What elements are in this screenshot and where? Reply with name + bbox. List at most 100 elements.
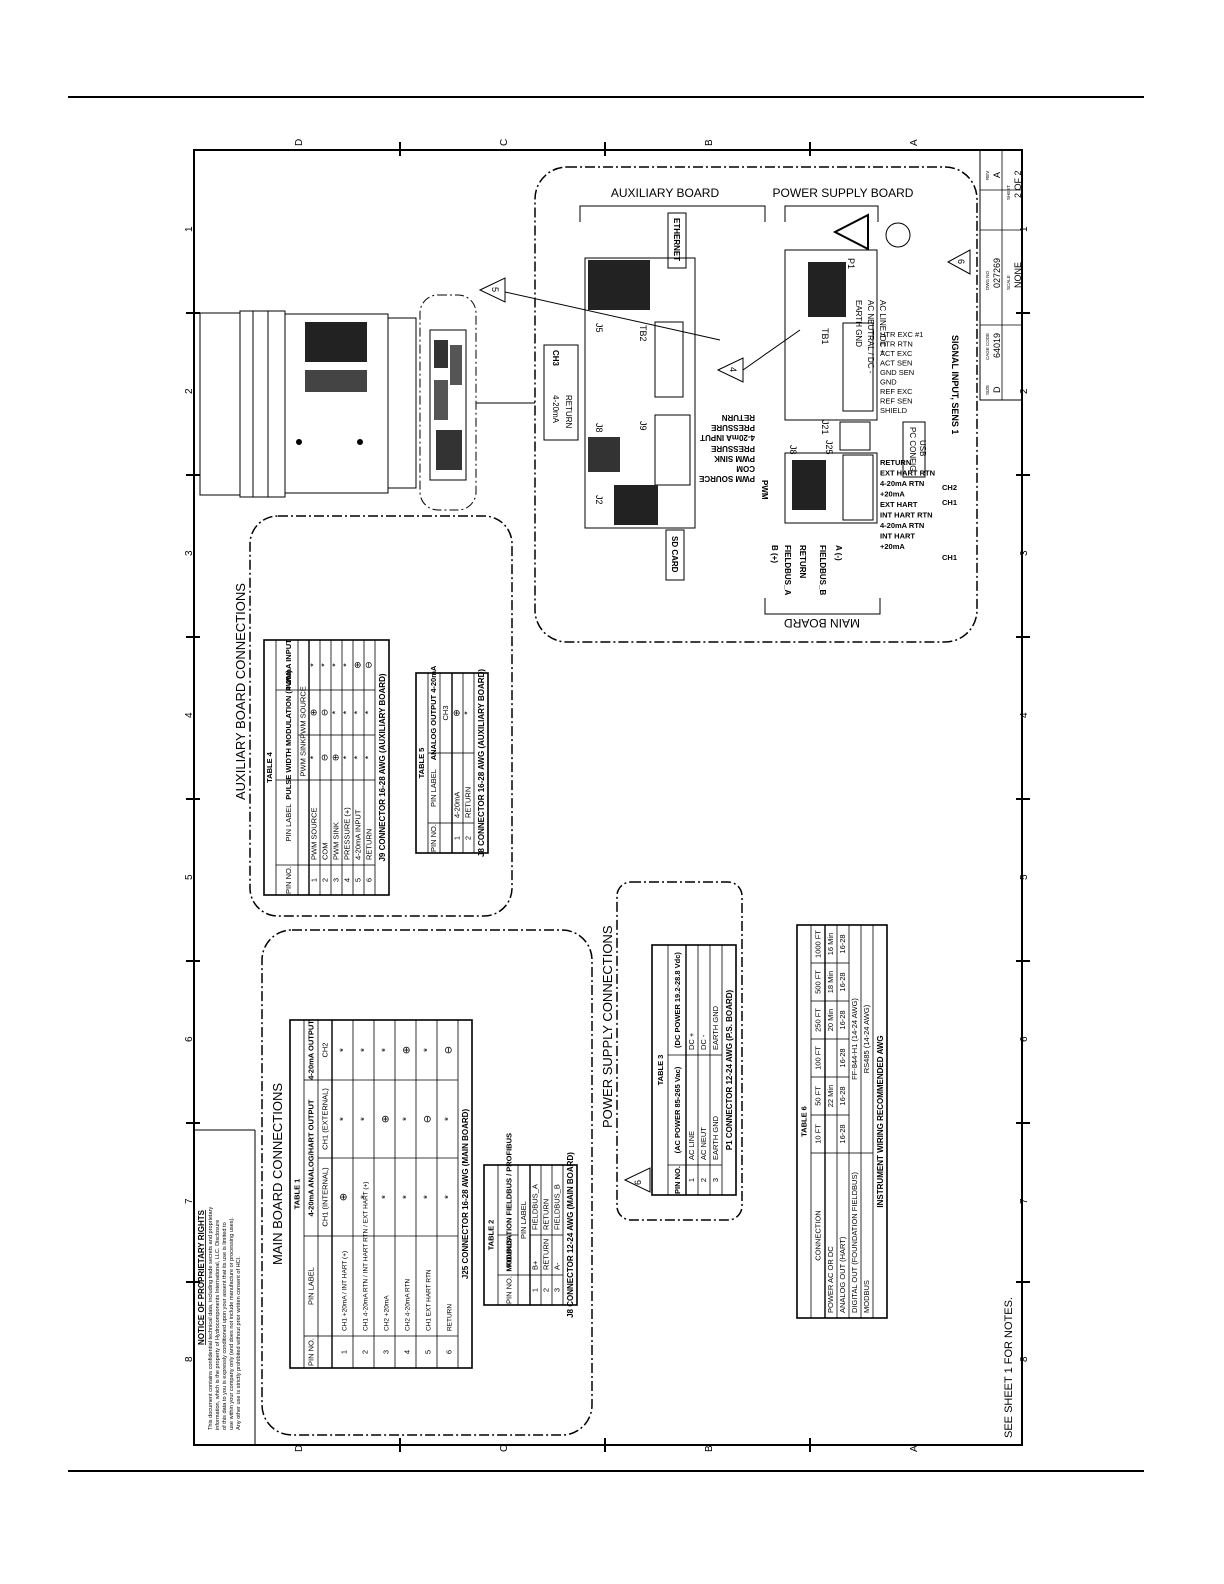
cell-text: CH1 EXT HART RTN <box>425 1269 432 1331</box>
cell-text: * <box>330 663 340 667</box>
power-supply-board <box>784 249 878 421</box>
cell-text: 5 <box>353 878 362 882</box>
title-field-label: SIZE <box>985 385 990 395</box>
cell-text: * <box>352 755 362 759</box>
cell-text: TABLE 3 <box>656 1055 665 1086</box>
p1-labels: AC LINE /DC +AC NEUTRAL / DC -EARTH GND <box>854 300 887 374</box>
zone-number: 6 <box>1019 1036 1030 1042</box>
j9-pin-label: PRESSURE <box>710 423 755 432</box>
cell-text: ⊖ <box>422 1115 433 1123</box>
zone-number: 1 <box>1019 226 1030 232</box>
cell-text: 2 <box>463 836 472 840</box>
fieldbus-label: FIELDBUS_A <box>783 545 792 595</box>
cell-text: 16-28 <box>838 1010 847 1029</box>
cell-text: FF-844-H1 (14-24 AWG) <box>850 998 859 1080</box>
j9-pin-label: 4-20mA INPUT <box>700 433 755 442</box>
cell-text: PIN LABEL <box>307 1267 316 1305</box>
j25-pin-label: EXT HART RTN <box>880 469 935 478</box>
j8-main-connector <box>792 460 826 510</box>
cell-text: 4-20mA INPUT <box>284 639 293 691</box>
auxiliary-board <box>584 257 696 529</box>
cell-text: DC - <box>699 1034 708 1050</box>
cell-text: 1000 FT <box>814 930 823 958</box>
cell-text: RS485 (14-24 AWG) <box>862 1004 871 1073</box>
title-field-value: 2 OF 2 <box>1013 170 1023 198</box>
tb1-pin-label: ACT SEN <box>880 359 912 368</box>
cell-text: DC + <box>687 1032 696 1050</box>
zone-number: 8 <box>1019 1356 1030 1362</box>
warning-triangle <box>832 213 869 251</box>
cell-text: 2 <box>541 1288 550 1292</box>
cell-text: * <box>338 1117 349 1121</box>
sd-card-label: SD CARD <box>670 536 679 573</box>
zone-number: 5 <box>184 874 195 880</box>
cell-text: 16-28 <box>838 934 847 953</box>
table-frame <box>796 924 888 1319</box>
cell-text: CH1 (EXTERNAL) <box>321 1088 330 1150</box>
board-diagram: AUXILIARY BOARD J5 TB2 ETHERNET J8 J9 J2… <box>199 166 978 643</box>
cell-text: CH3 <box>441 705 450 720</box>
cell-text: ANALOG OUTPUT 4-20mA <box>429 665 438 760</box>
cell-text: PIN NO. <box>429 824 438 852</box>
cell-text: 16-28 <box>838 1086 847 1105</box>
note-6-triangle: 6 <box>946 249 971 275</box>
sheet-border <box>193 149 1023 1446</box>
cell-text: FIELDBUS_A <box>530 1184 539 1230</box>
j8-ref: J8 <box>594 423 604 433</box>
cell-text: * <box>341 663 351 667</box>
cell-text: EARTH GND <box>711 1115 720 1160</box>
cell-text: 4-20mA INPUT <box>353 809 362 860</box>
pc-config-label: PC CONFIG <box>908 427 917 471</box>
table-footer: P1 CONNECTOR 12-24 AWG (P.S. BOARD) <box>725 990 734 1151</box>
j5-connector <box>588 260 650 310</box>
title-field-label: REV <box>985 171 990 180</box>
tb1-pin-label: SHIELD <box>880 406 908 415</box>
j8-main-ref: J8 <box>788 445 798 455</box>
j25-pin-label: INT HART RTN <box>880 511 933 520</box>
cell-text: PWM SINK <box>331 822 340 860</box>
enclosure-drawing <box>199 294 535 511</box>
cell-text: PWM SOURCE <box>298 686 307 739</box>
cell-text: 2 <box>320 878 329 882</box>
pwm-label: PWM <box>760 480 769 500</box>
cell-text: TABLE 6 <box>800 1106 809 1137</box>
cell-text: 4-20mA OUTPUT <box>307 1020 316 1080</box>
signal-input-label: SIGNAL INPUT, SENS 1 <box>950 335 960 434</box>
j25-connector <box>842 454 874 521</box>
cell-text: CH2 +20mA <box>383 1295 390 1331</box>
j9-connector <box>654 414 691 486</box>
cell-text: PWM SINK <box>298 739 307 777</box>
cell-text: ⊖ <box>319 754 329 762</box>
fieldbus-label: A (-) <box>834 545 843 561</box>
tb1-pin-label: REF EXC <box>880 387 913 396</box>
zone-number: 7 <box>1019 1198 1030 1204</box>
cell-text: TABLE 1 <box>293 1179 302 1210</box>
cell-text: ⊖ <box>363 661 373 669</box>
note-5-triangle: 5 <box>478 277 506 303</box>
cell-text: RETURN <box>541 1239 550 1270</box>
fieldbus-label: FIELDBUS_B <box>818 545 827 595</box>
tb1-pin-label: GND SEN <box>880 368 914 377</box>
cell-text: ⊖ <box>319 709 329 717</box>
usb-label: USB <box>918 440 927 456</box>
cell-text: DIGITAL OUT (FOUNDATION FIELDBUS) <box>850 1172 859 1313</box>
zone-number: 4 <box>1019 712 1030 718</box>
cell-text: * <box>341 755 351 759</box>
tb1-pin-label: GND <box>880 378 897 387</box>
j25-pin-label: INT HART <box>880 532 915 541</box>
ch3-line-1: 4-20mA <box>551 395 560 424</box>
p1-ref: P1 <box>846 258 856 269</box>
j25-pin-label: +20mA <box>880 490 905 499</box>
tb1-pin-label: HTR EXC #1 <box>880 330 923 339</box>
cell-text: 2 <box>699 1178 708 1182</box>
cell-text: * <box>363 710 373 714</box>
cell-text: CH1 (INTERNAL) <box>321 1167 330 1227</box>
